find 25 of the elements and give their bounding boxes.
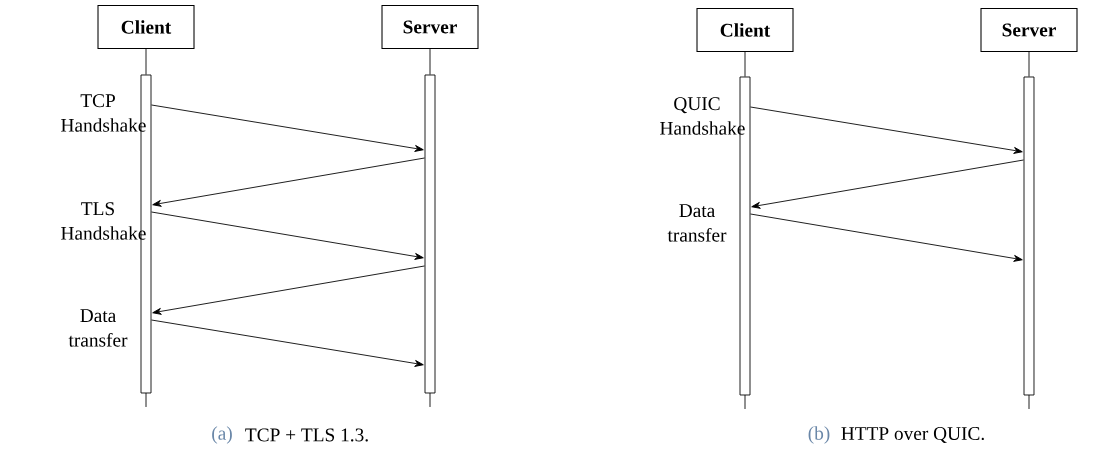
phase-label: TCP Handshake <box>61 94 146 132</box>
participant-box: Client <box>97 4 195 49</box>
phase-label: TLS Handshake <box>61 202 146 240</box>
lifeline <box>1028 51 1030 77</box>
subfigure-tag: (b) <box>808 426 830 444</box>
lifeline <box>145 48 147 75</box>
phase-label: QUIC Handshake <box>660 97 745 135</box>
message-arrow <box>751 159 1024 209</box>
message-arrow <box>750 213 1023 262</box>
message-arrow <box>151 211 424 260</box>
subfigure-tag: (a) <box>212 426 232 444</box>
participant-box: Client <box>696 7 794 52</box>
activation-bar <box>1023 76 1035 396</box>
message-arrow <box>151 319 424 367</box>
subfigure-caption: TCP + TLS 1.3. <box>245 428 368 442</box>
message-arrow <box>151 104 424 152</box>
participant-box: Server <box>980 7 1078 52</box>
participant-box: Server <box>381 4 479 49</box>
lifeline <box>744 51 746 77</box>
message-arrow <box>750 106 1023 154</box>
message-arrow <box>152 265 425 315</box>
lifeline <box>429 48 431 75</box>
subfigure-caption: HTTP over QUIC. <box>841 427 984 443</box>
message-arrow <box>152 157 425 207</box>
activation-bar <box>424 74 436 394</box>
